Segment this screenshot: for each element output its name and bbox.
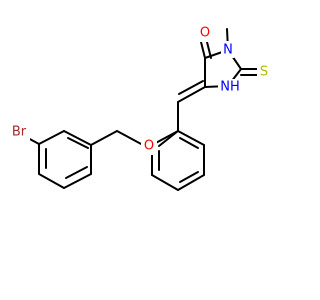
bond [67,137,89,149]
atom-label-background [8,126,30,143]
atom-label-background [221,41,235,58]
thione-sulfur-atom-label: S [260,65,268,80]
bond [38,130,65,145]
bond [179,171,199,183]
bond [177,86,206,103]
carbonyl-oxygen-atom-label: O [200,26,210,41]
bond [90,130,118,146]
ether-oxygen-atom-label: O [144,139,154,154]
bond [200,41,206,59]
bond [63,173,92,189]
bond [178,80,204,95]
nh-nitrogen-atom-label: NH [220,80,240,95]
bond-layer [25,28,258,191]
bond [151,174,179,191]
bond [63,130,92,146]
atom-label-background [257,63,271,80]
bond [206,41,212,59]
bond [179,137,199,149]
atom-label-background [141,138,157,155]
bromine-atom-label: Br [12,125,27,140]
atom-label-background [197,25,213,42]
bond [38,173,65,189]
bond [177,130,205,146]
atom-label-layer: Br O O N NH S [8,25,271,155]
bond [116,130,144,146]
bond [177,174,205,191]
molecule-structure-diagram: Br O O N NH S [8,25,271,191]
atom-label-background [218,79,242,96]
bond [65,166,88,179]
n-methyl-nitrogen-atom-label: N [223,43,233,58]
